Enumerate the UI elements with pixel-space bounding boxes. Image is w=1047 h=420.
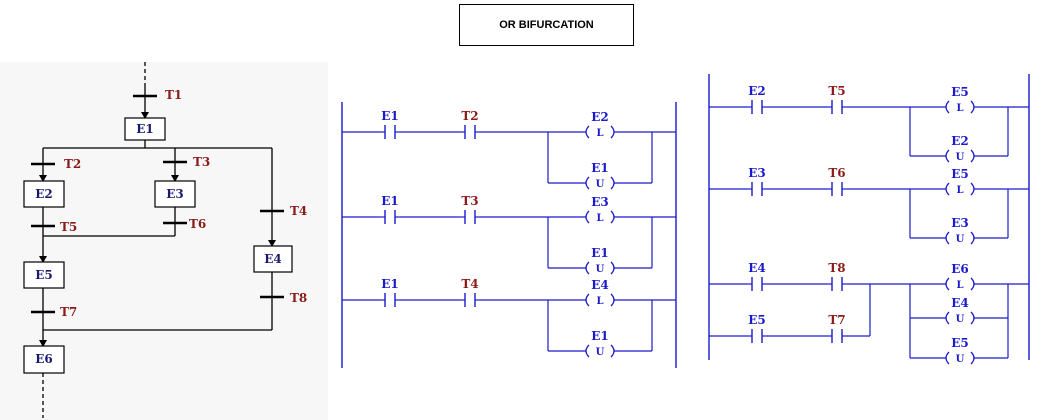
coil-symbol: [945, 100, 950, 114]
grafcet-transition: T5: [60, 220, 77, 234]
coil-type: L: [596, 128, 603, 139]
contact-label: E1: [381, 277, 399, 291]
grafcet-step: E3: [166, 187, 184, 201]
coil-label: E4: [951, 296, 969, 310]
coil-type: L: [956, 103, 963, 114]
coil-label: E4: [591, 278, 609, 292]
coil-type: U: [956, 152, 965, 163]
coil-label: E2: [591, 110, 609, 124]
contact-label: T3: [461, 194, 478, 208]
coil-label: E5: [951, 85, 969, 99]
grafcet-transition: T2: [64, 157, 81, 171]
coil-label: E6: [951, 262, 969, 276]
coil-label: E5: [951, 167, 969, 181]
contact-label: T8: [828, 261, 845, 275]
contact-label: T5: [828, 84, 845, 98]
coil-type: U: [956, 314, 965, 325]
coil-type: U: [956, 354, 965, 365]
grafcet-diagram: E1 E2 E3 E4 E5 E6 T1 T2 T3 T4 T5 T6 T7 T…: [0, 62, 328, 420]
coil-type: L: [956, 280, 963, 291]
contact-label: E1: [381, 194, 399, 208]
coil-symbol: [945, 182, 950, 196]
grafcet-step: E1: [136, 122, 154, 136]
contact-label: T2: [461, 109, 478, 123]
grafcet-step: E4: [264, 252, 282, 266]
grafcet-transition: T3: [193, 155, 210, 169]
coil-symbol: [945, 351, 950, 365]
grafcet-transition: T7: [60, 305, 77, 319]
contact-label: T4: [461, 277, 478, 291]
contact-label: E4: [748, 261, 766, 275]
coil-symbol: [585, 176, 590, 190]
contact-label: E5: [748, 313, 766, 327]
coil-type: L: [596, 296, 603, 307]
coil-type: L: [596, 213, 603, 224]
coil-type: U: [596, 179, 605, 190]
contact-label: T7: [828, 313, 845, 327]
coil-symbol: [945, 231, 950, 245]
coil-symbol: [585, 210, 590, 224]
grafcet-transition: T1: [165, 88, 182, 102]
coil-symbol: [945, 277, 950, 291]
grafcet-transition: T4: [290, 204, 307, 218]
coil-label: E3: [591, 195, 609, 209]
coil-type: U: [596, 347, 605, 358]
coil-label: E1: [591, 329, 609, 343]
contact-label: E2: [748, 84, 766, 98]
coil-symbol: [585, 261, 590, 275]
contact-label: E3: [748, 166, 766, 180]
diagram-title: OR BIFURCATION: [459, 4, 634, 46]
coil-label: E1: [591, 161, 609, 175]
grafcet-step: E2: [35, 187, 53, 201]
grafcet-step: E6: [35, 352, 53, 366]
coil-symbol: [945, 149, 950, 163]
coil-label: E2: [951, 134, 969, 148]
coil-type: U: [956, 234, 965, 245]
coil-type: U: [596, 264, 605, 275]
grafcet-transition: T8: [290, 291, 307, 305]
grafcet-step: E5: [35, 268, 53, 282]
coil-symbol: [945, 311, 950, 325]
contact-label: T6: [828, 166, 845, 180]
coil-label: E3: [951, 216, 969, 230]
grafcet-transition: T6: [189, 217, 206, 231]
coil-type: L: [956, 185, 963, 196]
coil-symbol: [585, 293, 590, 307]
coil-label: E5: [951, 336, 969, 350]
coil-label: E1: [591, 246, 609, 260]
coil-symbol: [585, 344, 590, 358]
coil-symbol: [585, 125, 590, 139]
contact-label: E1: [381, 109, 399, 123]
